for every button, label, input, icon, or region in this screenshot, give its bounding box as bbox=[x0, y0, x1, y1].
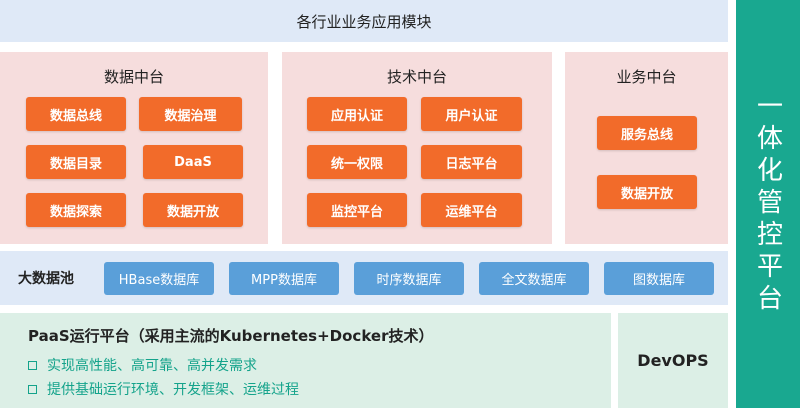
paas-bullet-text: 实现高性能、高可靠、高并发需求 bbox=[47, 358, 257, 374]
top-band-application-modules: 各行业业务应用模块 bbox=[0, 0, 728, 42]
hbase-db-box: HBase数据库 bbox=[104, 262, 214, 295]
data-bus-box: 数据总线 bbox=[26, 97, 126, 131]
square-bullet-icon bbox=[28, 360, 37, 370]
service-bus-box: 服务总线 bbox=[597, 116, 697, 150]
side-bar-label: 一体化管控平台 bbox=[752, 92, 783, 316]
daas-box: DaaS bbox=[143, 145, 243, 179]
top-band-title: 各行业业务应用模块 bbox=[296, 12, 432, 31]
data-catalog-box: 数据目录 bbox=[26, 145, 126, 179]
user-auth-box: 用户认证 bbox=[421, 97, 522, 131]
tech-middle-platform-panel: 技术中台 应用认证 用户认证 统一权限 日志平台 监控平台 运维平台 bbox=[282, 52, 552, 244]
unified-permission-box: 统一权限 bbox=[307, 145, 407, 179]
tech-panel-title: 技术中台 bbox=[386, 68, 447, 86]
app-auth-box: 应用认证 bbox=[307, 97, 407, 131]
integrated-control-platform-bar: 一体化管控平台 bbox=[736, 0, 800, 408]
paas-title: PaaS运行平台（采用主流的Kubernetes+Docker技术） bbox=[28, 327, 434, 345]
paas-bullet-text: 提供基础运行环境、开发框架、运维过程 bbox=[47, 382, 299, 398]
paas-bullet-2: 提供基础运行环境、开发框架、运维过程 bbox=[28, 379, 299, 399]
ops-platform-box: 运维平台 bbox=[421, 193, 522, 227]
data-open-box: 数据开放 bbox=[143, 193, 243, 227]
devops-label: DevOPS bbox=[637, 351, 709, 370]
square-bullet-icon bbox=[28, 384, 37, 394]
paas-bullet-1: 实现高性能、高可靠、高并发需求 bbox=[28, 355, 257, 375]
biz-data-open-box: 数据开放 bbox=[597, 175, 697, 209]
graph-db-box: 图数据库 bbox=[604, 262, 714, 295]
biz-panel-title: 业务中台 bbox=[616, 68, 677, 86]
paas-platform-panel: PaaS运行平台（采用主流的Kubernetes+Docker技术） 实现高性能… bbox=[0, 313, 611, 408]
big-data-pool-label: 大数据池 bbox=[18, 271, 74, 287]
data-panel-title: 数据中台 bbox=[103, 68, 164, 86]
fulltext-db-box: 全文数据库 bbox=[479, 262, 589, 295]
timeseries-db-box: 时序数据库 bbox=[354, 262, 464, 295]
monitor-platform-box: 监控平台 bbox=[307, 193, 407, 227]
business-middle-platform-panel: 业务中台 服务总线 数据开放 bbox=[565, 52, 728, 244]
data-exploration-box: 数据探索 bbox=[26, 193, 126, 227]
big-data-pool-band: 大数据池 HBase数据库 MPP数据库 时序数据库 全文数据库 图数据库 bbox=[0, 251, 728, 305]
log-platform-box: 日志平台 bbox=[421, 145, 522, 179]
mpp-db-box: MPP数据库 bbox=[229, 262, 339, 295]
data-governance-box: 数据治理 bbox=[139, 97, 242, 131]
devops-panel: DevOPS bbox=[618, 313, 728, 408]
data-middle-platform-panel: 数据中台 数据总线 数据治理 数据目录 DaaS 数据探索 数据开放 bbox=[0, 52, 268, 244]
